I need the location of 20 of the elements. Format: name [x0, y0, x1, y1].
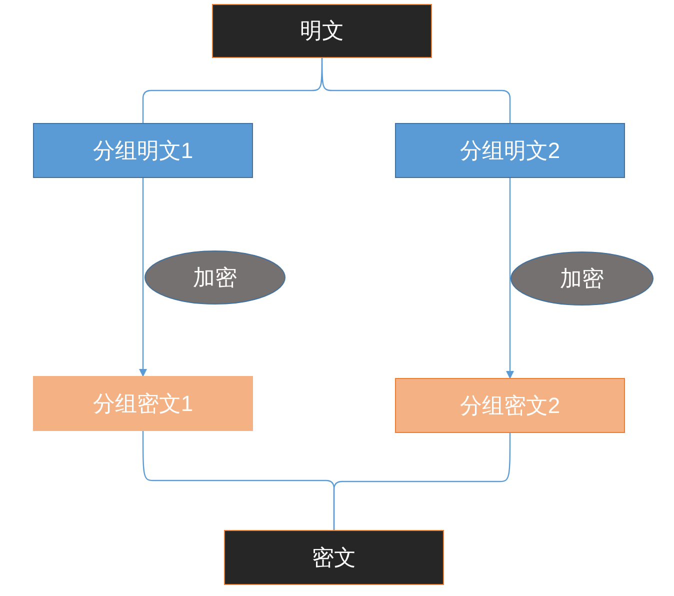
connector — [506, 178, 514, 379]
node-label: 分组明文1 — [92, 136, 194, 164]
node-label: 密文 — [312, 544, 356, 572]
terminal-box — [212, 4, 432, 58]
process-box — [395, 123, 625, 178]
node-label: 分组密文1 — [92, 390, 194, 418]
node-label: 加密 — [560, 264, 604, 292]
process-box — [33, 376, 253, 431]
connector — [333, 433, 511, 530]
node-label: 明文 — [300, 17, 344, 45]
node-label: 分组明文2 — [460, 136, 560, 164]
terminal-box — [224, 530, 444, 585]
connector — [139, 178, 147, 377]
process-ellipse — [144, 250, 286, 305]
connector — [321, 58, 511, 123]
process-box — [395, 378, 625, 433]
process-ellipse — [510, 251, 654, 306]
node-label: 分组密文2 — [460, 392, 560, 420]
process-box — [33, 123, 253, 178]
node-label: 加密 — [193, 264, 237, 292]
